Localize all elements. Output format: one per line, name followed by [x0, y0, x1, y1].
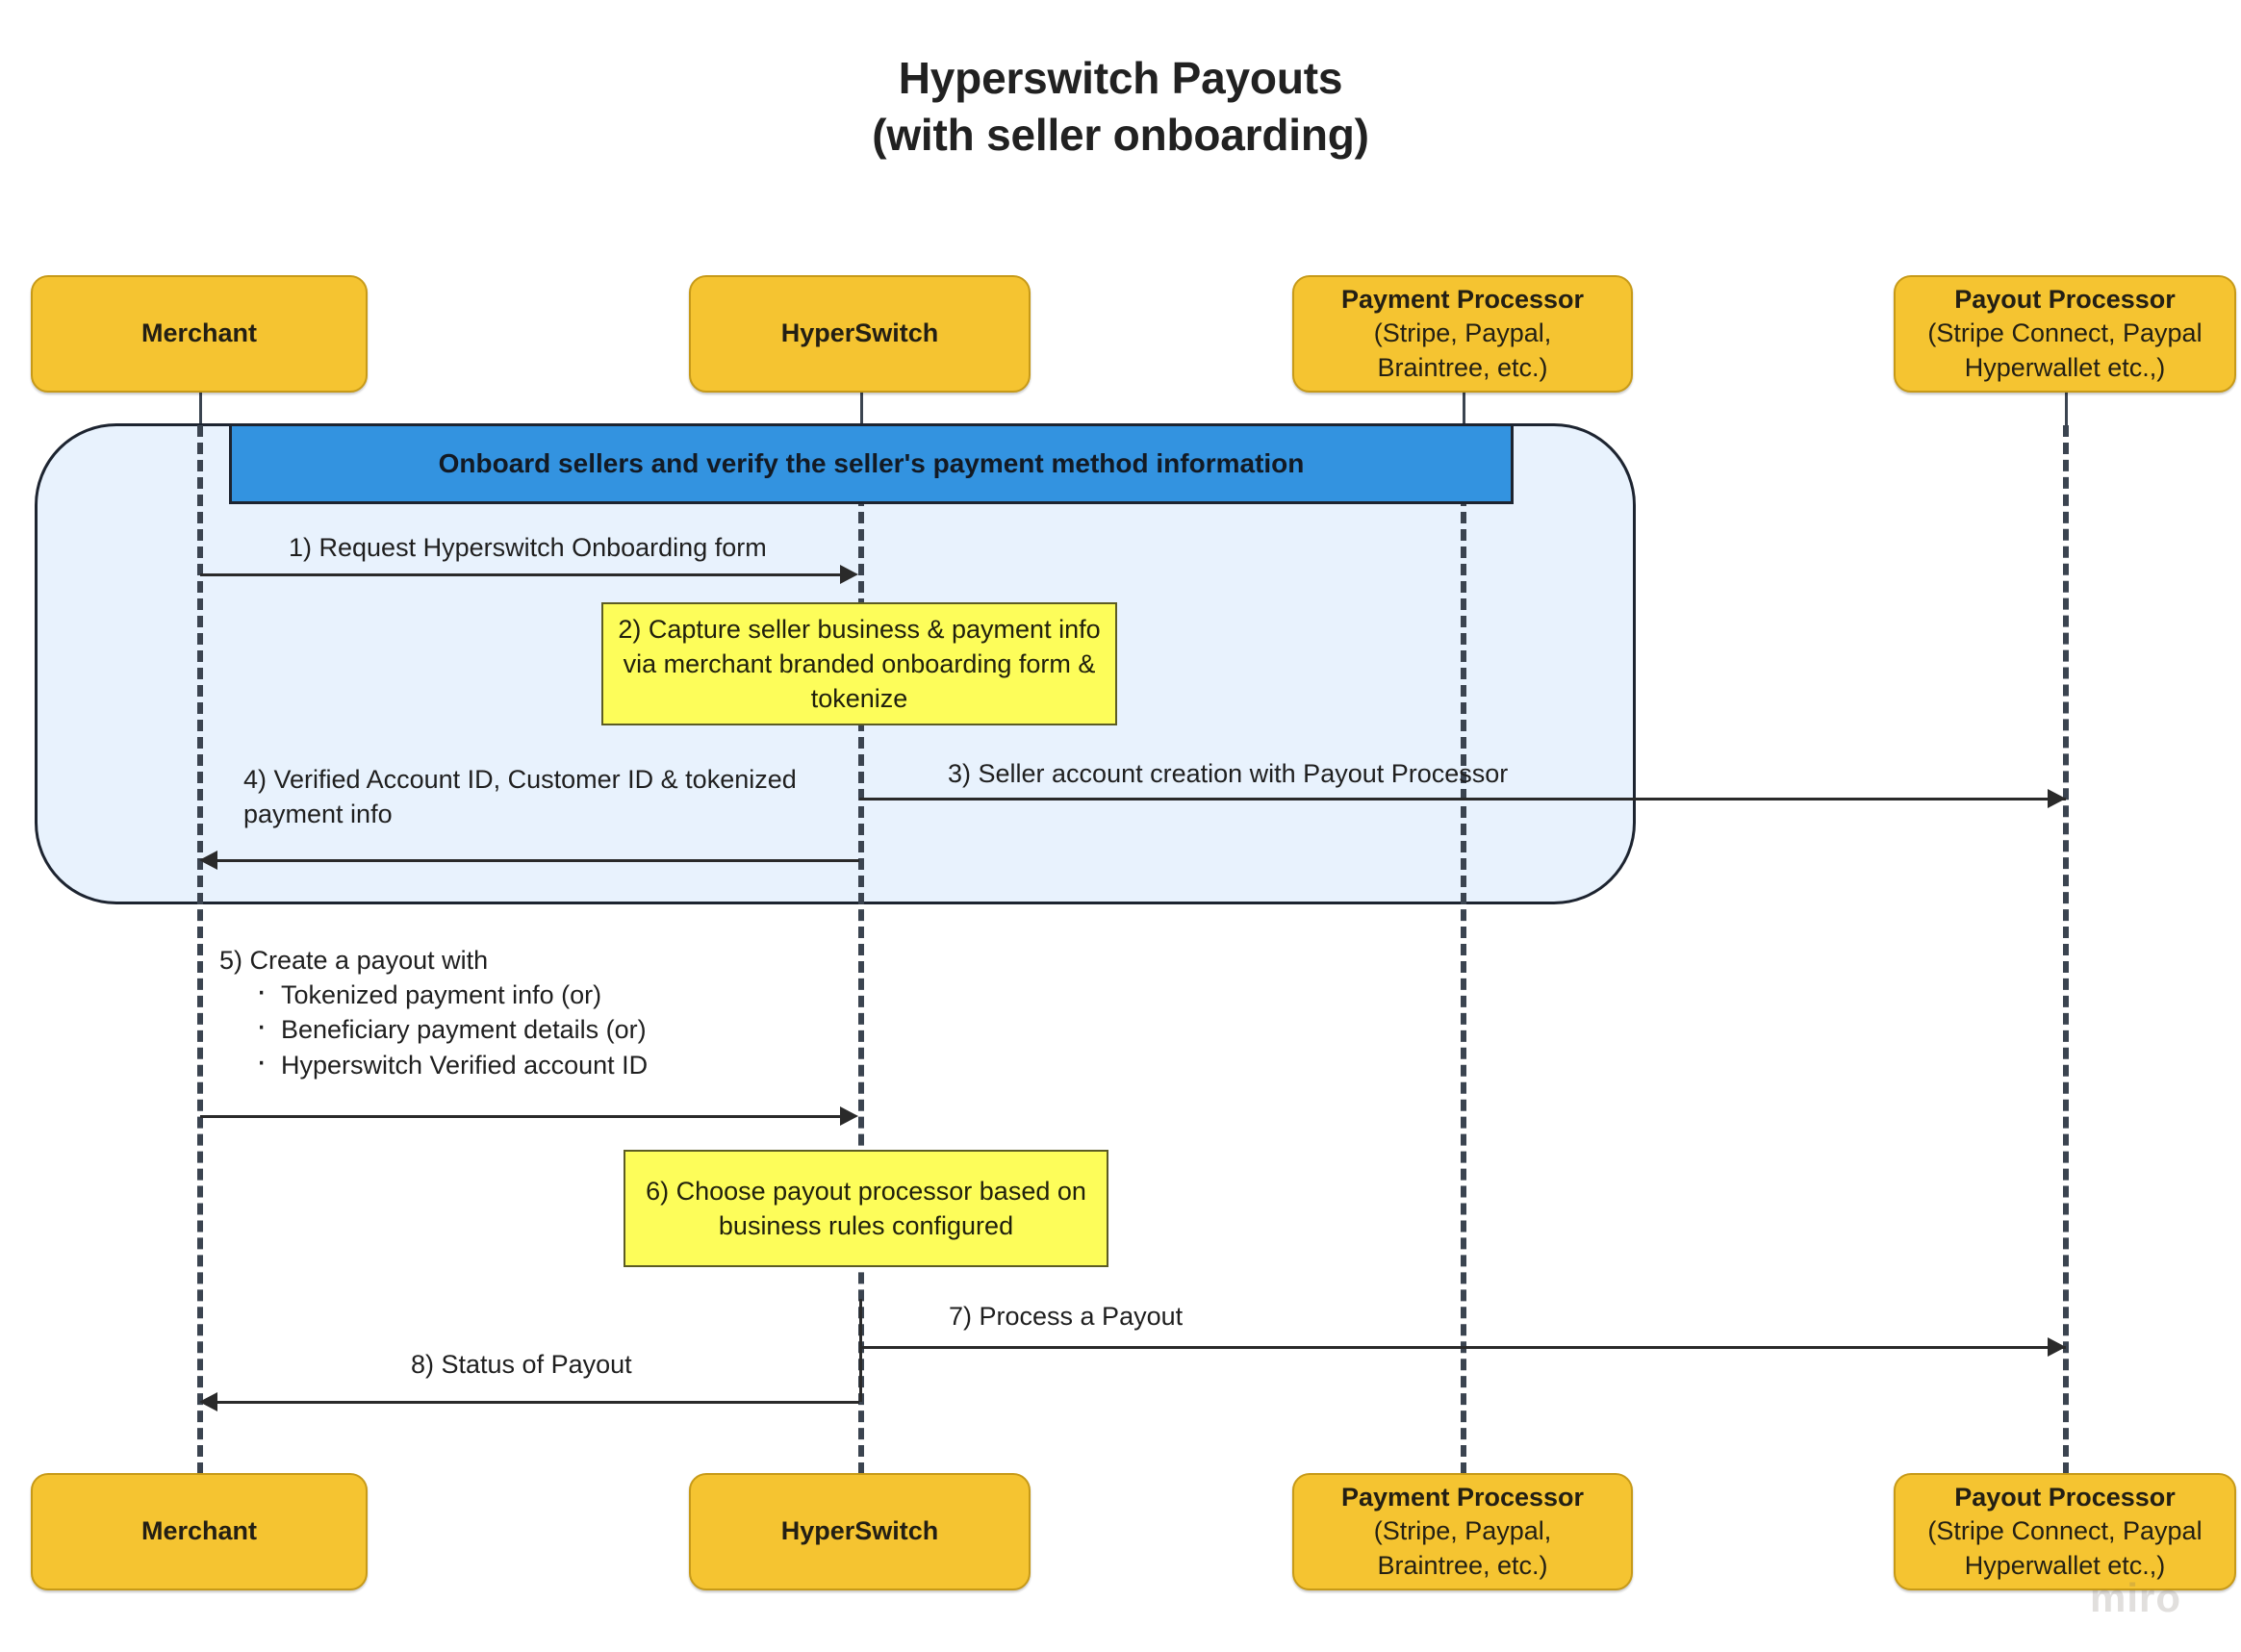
- fragment-banner-label: Onboard sellers and verify the seller's …: [438, 448, 1305, 478]
- participant-payment-processor-bottom[interactable]: Payment Processor (Stripe, Paypal, Brain…: [1292, 1473, 1633, 1590]
- note-6-text: 6) Choose payout processor based on busi…: [646, 1176, 1086, 1240]
- lifeline-payment-processor-overlay: [1461, 425, 1466, 904]
- message-arrowhead-4: [199, 851, 217, 870]
- message-label-7: 7) Process a Payout: [949, 1302, 1184, 1331]
- message-label-5: 5) Create a payout with Tokenized paymen…: [219, 943, 648, 1082]
- message-5-bullet-list: Tokenized payment info (or) Beneficiary …: [219, 974, 648, 1082]
- message-arrow-8-stem: [859, 1346, 862, 1402]
- participant-hyperswitch-top[interactable]: HyperSwitch: [689, 275, 1031, 393]
- participant-payment-processor-top[interactable]: Payment Processor (Stripe, Paypal, Brain…: [1292, 275, 1633, 393]
- message-arrow-7: [859, 1346, 2066, 1349]
- participant-title: Merchant: [140, 1516, 258, 1546]
- participant-title: Payout Processor: [1954, 1483, 2176, 1512]
- lifeline-payout-processor: [2063, 425, 2069, 1474]
- participant-subtitle-1: (Stripe Connect, Paypal: [1927, 1516, 2203, 1546]
- lifeline-merchant-overlay: [197, 425, 203, 904]
- message-arrow-7-stem: [859, 1299, 862, 1346]
- message-arrowhead-1: [840, 565, 858, 584]
- participant-hyperswitch-bottom[interactable]: HyperSwitch: [689, 1473, 1031, 1590]
- note-2: 2) Capture seller business & payment inf…: [601, 602, 1117, 725]
- message-arrow-5: [200, 1115, 840, 1118]
- message-arrow-3: [859, 798, 2066, 801]
- message-arrowhead-3: [2048, 789, 2066, 808]
- note-2-text: 2) Capture seller business & payment inf…: [618, 614, 1101, 714]
- message-arrowhead-7: [2048, 1337, 2066, 1357]
- lifeline-stub-merchant: [199, 393, 202, 425]
- participant-subtitle-2: Hyperwallet etc.,): [1964, 1550, 2166, 1580]
- participant-subtitle-1: (Stripe Connect, Paypal: [1927, 318, 2203, 348]
- participant-title: Merchant: [140, 318, 258, 348]
- message-label-4: 4) Verified Account ID, Customer ID & to…: [243, 765, 797, 829]
- lifeline-stub-payment-processor: [1463, 393, 1465, 425]
- message-arrow-4: [205, 859, 859, 862]
- lifeline-merchant: [197, 425, 203, 1474]
- participant-merchant-bottom[interactable]: Merchant: [31, 1473, 368, 1590]
- fragment-banner: Onboard sellers and verify the seller's …: [229, 423, 1514, 504]
- participant-title: Payment Processor: [1340, 1483, 1585, 1512]
- title-line-2: (with seller onboarding): [872, 109, 1369, 160]
- message-arrowhead-5: [840, 1106, 858, 1126]
- note-6: 6) Choose payout processor based on busi…: [624, 1150, 1108, 1267]
- participant-payout-processor-top[interactable]: Payout Processor (Stripe Connect, Paypal…: [1894, 275, 2236, 393]
- message-arrowhead-8: [199, 1392, 217, 1411]
- participant-title: Payout Processor: [1954, 285, 2176, 315]
- message-5-bullet: Tokenized payment info (or): [256, 974, 648, 1012]
- participant-subtitle-2: Braintree, etc.): [1377, 1550, 1548, 1580]
- lifeline-stub-hyperswitch: [860, 393, 863, 425]
- participant-payout-processor-bottom[interactable]: Payout Processor (Stripe Connect, Paypal…: [1894, 1473, 2236, 1590]
- message-arrow-1: [200, 573, 840, 576]
- message-label-8: 8) Status of Payout: [411, 1350, 632, 1379]
- participant-title: HyperSwitch: [780, 1516, 939, 1546]
- participant-title: Payment Processor: [1340, 285, 1585, 315]
- lifeline-payment-processor: [1461, 425, 1466, 1474]
- message-arrow-8: [205, 1401, 859, 1404]
- message-5-bullet: Beneficiary payment details (or): [256, 1008, 648, 1047]
- participant-subtitle-1: (Stripe, Paypal,: [1373, 1516, 1552, 1546]
- page-title: Hyperswitch Payouts (with seller onboard…: [0, 50, 2241, 164]
- message-5-heading: 5) Create a payout with: [219, 946, 489, 975]
- participant-subtitle-1: (Stripe, Paypal,: [1373, 318, 1552, 348]
- message-5-bullet: Hyperswitch Verified account ID: [256, 1043, 648, 1082]
- title-line-1: Hyperswitch Payouts: [898, 53, 1343, 103]
- lifeline-stub-payout-processor: [2065, 393, 2068, 425]
- message-label-1: 1) Request Hyperswitch Onboarding form: [289, 533, 767, 562]
- lifeline-hyperswitch: [858, 425, 864, 1474]
- participant-subtitle-2: Braintree, etc.): [1377, 352, 1548, 382]
- participant-subtitle-2: Hyperwallet etc.,): [1964, 352, 2166, 382]
- miro-watermark: miro: [2090, 1575, 2182, 1620]
- message-label-3: 3) Seller account creation with Payout P…: [948, 759, 1509, 788]
- participant-title: HyperSwitch: [780, 318, 939, 348]
- participant-merchant-top[interactable]: Merchant: [31, 275, 368, 393]
